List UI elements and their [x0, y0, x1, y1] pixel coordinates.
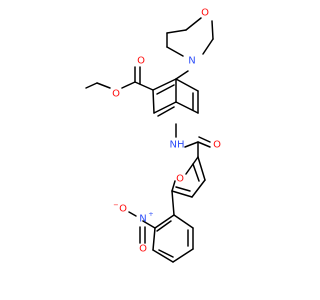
atom-furan-o: O: [176, 174, 184, 185]
bond-benzene1-5: [153, 101, 177, 114]
bond-ethyl: [85, 82, 98, 89]
bond-ester-c-ring: [134, 81, 154, 91]
bond-morpholine-3: [202, 38, 214, 55]
bond-ester-o-ch2: [96, 82, 111, 89]
bond-morpholine-4: [166, 46, 184, 57]
bond-morpholine-n-to-ring: [175, 70, 189, 80]
bond-benzene2-4: [172, 248, 194, 263]
atom-ester-carbonyl-o: O: [137, 56, 145, 67]
bond-furan-2-double: [192, 163, 200, 182]
bond-furan-2: [197, 156, 206, 181]
bond-benzene1-6: [152, 89, 155, 114]
background: [0, 0, 300, 300]
bond-furan-4-double: [175, 186, 191, 192]
bond-benzene2-3: [152, 249, 174, 263]
bond-benzene2-1-double: [156, 220, 172, 232]
bond-morpholine-1: [185, 17, 202, 31]
atom-nitro-o-minus: O: [119, 204, 127, 215]
bond-morpholine-6: [166, 29, 187, 34]
bond-benzene2-1: [154, 214, 175, 229]
atom-amide-o: O: [213, 140, 221, 151]
bond-benzene2-3-double: [158, 249, 174, 258]
bond-morpholine-2: [211, 20, 214, 40]
atom-morpholine-n: N: [188, 56, 195, 67]
bond-furan-4: [171, 190, 193, 198]
bond-amide-c-o-double-b: [198, 136, 211, 143]
bond-benzene1-7-double: [156, 84, 175, 95]
atom-labels: O N O O NH O O N + O − O: [112, 8, 221, 255]
bond-nh-c: [184, 141, 199, 148]
bond-benzene1-7: [152, 78, 177, 91]
atom-nitro-n: N: [139, 214, 146, 225]
bond-amide-c-o-double-a: [197, 141, 211, 148]
atom-morpholine-o: O: [201, 8, 209, 19]
bond-benzene2-2: [152, 227, 156, 251]
charge-nitro-n: +: [148, 210, 153, 218]
bond-furan-5: [171, 180, 176, 192]
molecule-structure-diagram: O N O O NH O O N + O − O: [0, 0, 300, 300]
bond-furan-1: [185, 156, 199, 175]
bond-furan-to-phenyl: [171, 190, 175, 216]
bond-benzene1-5-double: [157, 106, 175, 117]
bond-benzene2-6: [173, 214, 194, 229]
bond-nitro-n-o-minus: [128, 211, 137, 217]
atom-nitro-o: O: [139, 244, 147, 255]
charge-nitro-o: −: [113, 201, 118, 209]
atom-ester-ether-o: O: [112, 89, 120, 100]
bond-ester-c-o-single: [121, 81, 136, 89]
bond-benzene1-2: [175, 101, 199, 114]
atom-amide-nh: NH: [170, 140, 185, 151]
bond-furan-3: [191, 179, 206, 198]
bond-ring-nitro-n: [142, 220, 156, 229]
bond-benzene1-4: [175, 78, 199, 92]
bonds: [85, 17, 214, 263]
